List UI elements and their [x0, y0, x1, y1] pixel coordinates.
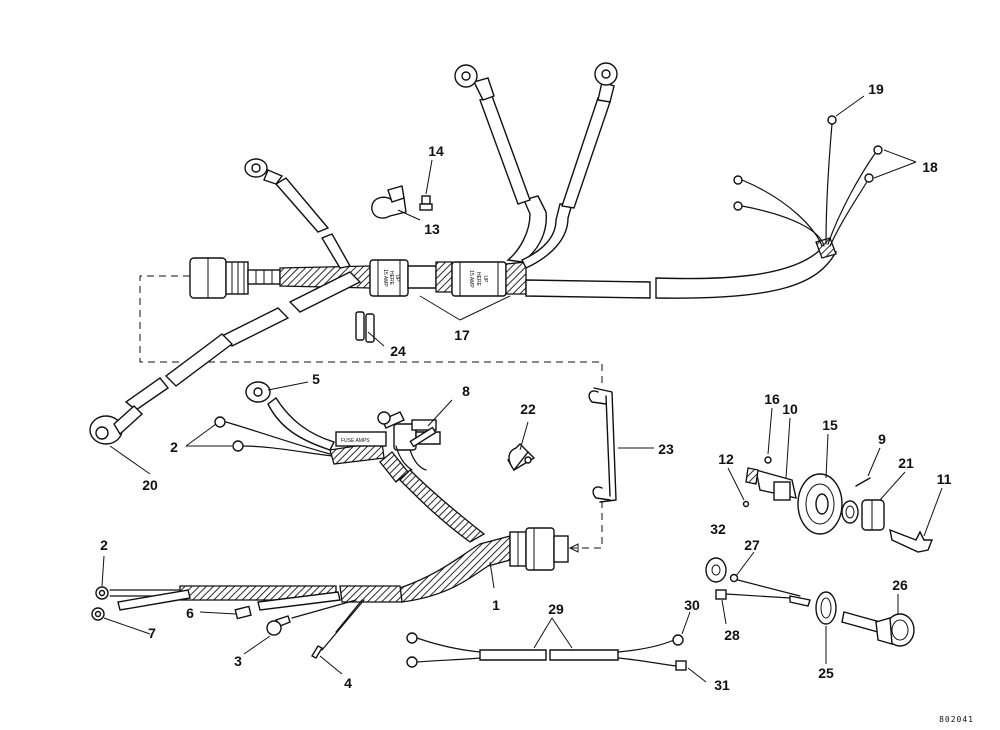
svg-text:FUSE AMPS: FUSE AMPS [341, 438, 370, 444]
callout-9: 9 [878, 431, 886, 447]
svg-text:HERE: HERE [388, 271, 394, 286]
callout-7: 7 [148, 625, 156, 641]
callout-21: 21 [898, 455, 914, 471]
callout-3: 3 [234, 653, 242, 669]
washer-21 [841, 500, 859, 524]
callout-10: 10 [782, 401, 798, 417]
retainer-25 [815, 591, 837, 625]
svg-text:15 AMP: 15 AMP [382, 269, 388, 287]
ignition-switch-assembly [705, 456, 934, 647]
pin-9 [855, 477, 871, 487]
callout-8: 8 [462, 383, 470, 399]
strap-24 [355, 311, 375, 343]
switch-10 [745, 467, 797, 501]
callout-23: 23 [658, 441, 674, 457]
callouts: 1 2 2 3 4 5 6 7 8 9 10 11 12 13 14 15 16… [100, 81, 952, 693]
document-id: 802041 [939, 715, 974, 724]
callout-2-lower: 2 [100, 537, 108, 553]
callout-11: 11 [937, 471, 952, 487]
svg-text:HERE: HERE [475, 272, 481, 287]
callout-25: 25 [818, 665, 834, 681]
callout-27: 27 [744, 537, 760, 553]
knob-11 [861, 499, 934, 553]
callout-19: 19 [868, 81, 884, 97]
lower-connector-plug [509, 527, 579, 571]
upper-ring-cable [244, 158, 352, 269]
screw-12 [742, 500, 750, 508]
svg-text:15 AMP: 15 AMP [468, 270, 474, 288]
callout-2-upper: 2 [170, 439, 178, 455]
svg-text:UP: UP [482, 276, 488, 284]
svg-text:UP: UP [394, 275, 400, 283]
callout-31: 31 [714, 677, 730, 693]
wire-fan-18-19 [733, 115, 883, 247]
lead-wires-upper-left [214, 381, 335, 457]
ground-cable-20 [89, 271, 362, 445]
callout-18: 18 [922, 159, 938, 175]
jumper-wire-29 [406, 632, 687, 671]
callout-12: 12 [718, 451, 734, 467]
callout-15: 15 [822, 417, 838, 433]
amp-tag-right: 15 AMP HERE UP [451, 261, 507, 297]
callout-6: 6 [186, 605, 194, 621]
callout-24: 24 [390, 343, 406, 359]
callout-26: 26 [892, 577, 908, 593]
callout-16: 16 [764, 391, 780, 407]
battery-cables [454, 62, 618, 269]
callout-20: 20 [142, 477, 158, 493]
nut-32 [705, 557, 727, 583]
callout-32: 32 [710, 521, 726, 537]
lower-main-hatch [399, 535, 511, 603]
dashed-outline [139, 275, 603, 388]
callout-30: 30 [684, 597, 700, 613]
amp-tag-left: 15 AMP HERE UP [369, 259, 409, 297]
leader-lines [101, 95, 943, 683]
callout-28: 28 [724, 627, 740, 643]
callout-17: 17 [454, 327, 470, 343]
lamp-26 [875, 613, 915, 647]
fuse-8 [409, 426, 437, 448]
upper-main-cable [525, 279, 651, 299]
nut-16 [764, 456, 772, 464]
upper-connector-plug [189, 257, 281, 299]
callout-22: 22 [520, 401, 536, 417]
lead-wires-lower-left [91, 586, 365, 659]
callout-4: 4 [344, 675, 352, 691]
clamp-13 [371, 185, 407, 219]
callout-5: 5 [312, 371, 320, 387]
screw-14 [419, 195, 433, 211]
upper-harness: 15 AMP HERE UP 15 AMP HERE UP [89, 62, 883, 445]
lower-harness: FUSE AMPS [91, 185, 617, 659]
callout-13: 13 [424, 221, 440, 237]
bezel-15 [797, 473, 843, 535]
bracket-23 [588, 387, 617, 503]
callout-14: 14 [428, 143, 444, 159]
callout-1: 1 [492, 597, 500, 613]
clip-22 [506, 443, 536, 472]
callout-29: 29 [548, 601, 564, 617]
